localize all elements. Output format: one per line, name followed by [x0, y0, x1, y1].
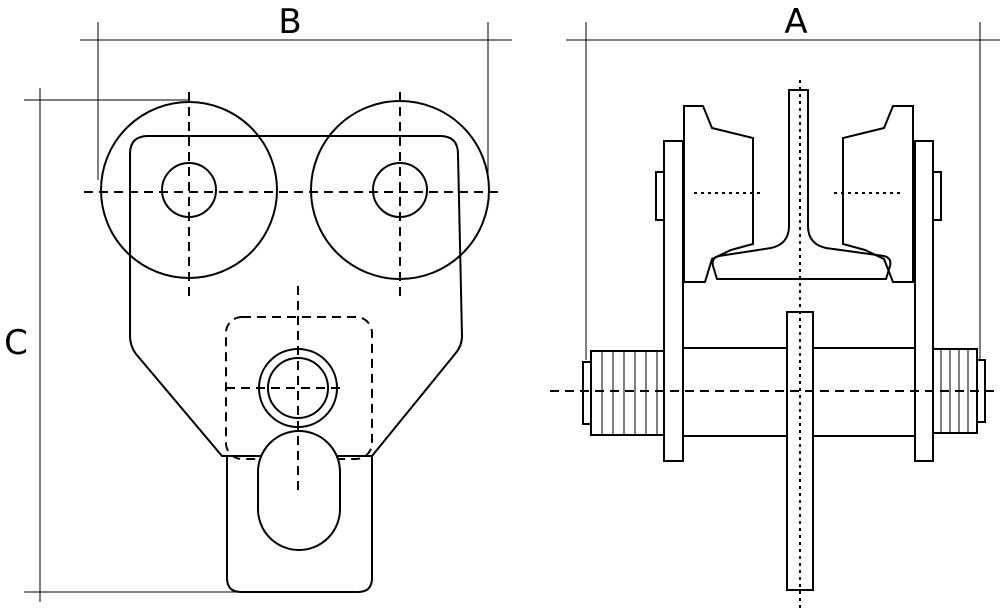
hanger-plate	[226, 455, 373, 593]
right-side-plate	[914, 140, 934, 462]
suspension-pin-inner	[267, 357, 329, 419]
dimension-c-label: C	[4, 323, 28, 363]
dimension-b: B	[80, 2, 512, 180]
dimension-a-label: A	[784, 2, 807, 42]
side-view	[84, 92, 504, 593]
suspension-pin-outer	[258, 348, 338, 428]
left-thread-lines	[601, 351, 658, 435]
left-side-plate	[663, 140, 684, 462]
hanger-eye	[257, 430, 341, 551]
left-axle-stub	[655, 171, 665, 221]
right-axle-stub	[932, 171, 942, 221]
dimension-b-label: B	[278, 2, 301, 42]
front-view	[550, 80, 1000, 608]
right-wheel-profile	[842, 105, 914, 283]
beam-section	[711, 89, 892, 280]
left-wheel-profile	[683, 105, 754, 283]
dimension-a: A	[566, 2, 1000, 360]
dimension-c: C	[4, 88, 240, 602]
